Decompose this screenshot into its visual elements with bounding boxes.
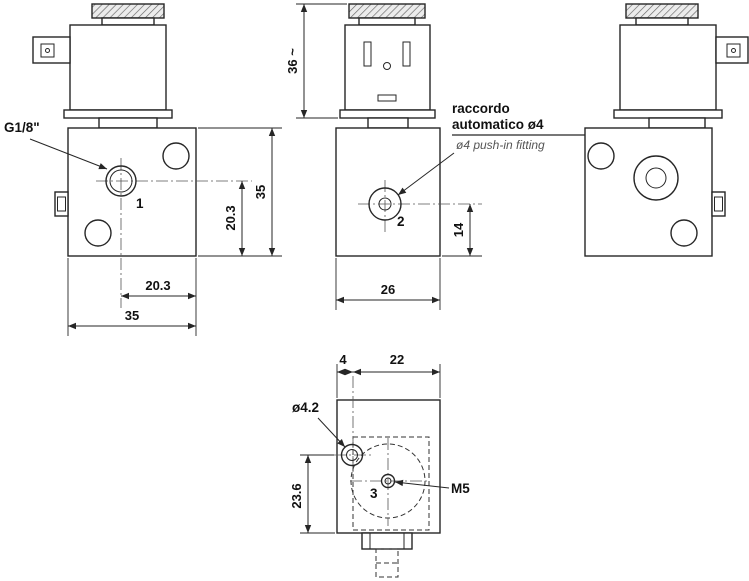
hidden-coil-outline: [352, 436, 430, 531]
armature-nut: [648, 117, 706, 129]
dim-label-23-6: 23.6: [289, 483, 304, 508]
din-connector-face: [363, 41, 411, 102]
connector-slot-left: [363, 41, 372, 67]
knob-neck: [635, 17, 689, 26]
hole-4-2-outer: [340, 443, 364, 467]
rear-view: [584, 3, 749, 257]
port-1-inner: [109, 169, 133, 193]
coil-flange: [63, 109, 173, 119]
dim-body-height-35: 35: [198, 127, 282, 257]
manual-override-knob: [348, 3, 426, 19]
dim-label-20-3v: 20.3: [223, 205, 238, 230]
coil-body: [344, 24, 431, 111]
port-2-outer: [368, 187, 402, 221]
mounting-hole-top-right: [162, 142, 190, 170]
dim-label-26: 26: [381, 282, 395, 297]
side-view: 2 36 ~ 14 26 raccordo automatico ø4 ø4 p…: [285, 3, 585, 310]
knob-neck: [101, 17, 155, 26]
leader-line-m5: [394, 479, 450, 489]
port-1-number: 1: [136, 196, 144, 211]
dim-port-height-20-3: 20.3: [223, 181, 246, 256]
mounting-hole-top-left: [587, 142, 615, 170]
fitting-note-line1: raccordo: [452, 101, 510, 116]
dim-body-width-35: 35: [67, 258, 196, 336]
electrical-connector: [32, 36, 71, 64]
dim-label-36: 36 ~: [285, 48, 300, 74]
connector-pin-block: [726, 43, 741, 58]
fitting-note-line2: automatico ø4: [452, 117, 544, 132]
exhaust-boss-inner: [645, 167, 667, 189]
port-3-number: 3: [370, 486, 378, 501]
dim-coil-height-36: 36 ~: [285, 3, 347, 119]
knob-neck: [358, 17, 416, 26]
dim-body-width-22: 22: [353, 352, 440, 376]
valve-body-bottom: [336, 399, 441, 534]
dim-label-14: 14: [451, 222, 466, 237]
dim-port-offset-23-6: 23.6: [289, 454, 335, 534]
bottom-view: 3 4 22 23.6 ø4.2 M5: [289, 352, 470, 578]
electrical-connector: [715, 36, 749, 64]
connector-slot-right: [402, 41, 411, 67]
port-1-outer: [105, 165, 137, 197]
dim-port-height-14: 14: [442, 204, 482, 257]
dim-label-35h: 35: [125, 308, 139, 323]
valve-body-rear: [584, 127, 713, 257]
side-tab-inner: [57, 196, 66, 212]
dim-label-4: 4: [339, 352, 347, 367]
thread-label-g18: G1/8": [4, 120, 40, 135]
valve-body-side: [335, 127, 441, 257]
connector-pin-hole: [731, 48, 736, 53]
mounting-hole-bottom-right: [670, 219, 698, 247]
manual-override-knob: [625, 3, 699, 19]
coil-flange: [613, 109, 723, 119]
side-tab: [54, 191, 69, 217]
dim-body-width-26: 26: [335, 258, 441, 310]
exhaust-boss-outer: [633, 155, 679, 201]
coil-flange: [339, 109, 436, 119]
port-2-number: 2: [397, 214, 405, 229]
mounting-hole-bottom-left: [84, 219, 112, 247]
front-view: G1/8" 1 35 20.3 20.3 35: [4, 3, 282, 336]
port-3-inner: [384, 477, 392, 485]
port-2-inner: [378, 197, 392, 211]
leader-line-g18: [29, 138, 108, 170]
manual-override-knob: [91, 3, 165, 19]
connector-slot-bottom: [377, 94, 397, 102]
connector-screw-hole: [383, 62, 391, 70]
connector-pin-hole: [45, 48, 50, 53]
fitting-note: raccordo automatico ø4 ø4 push-in fittin…: [397, 101, 585, 196]
leader-line-fitting: [397, 152, 455, 196]
fitting-note-english: ø4 push-in fitting: [456, 138, 545, 152]
dim-port-offset-20-3: 20.3: [121, 258, 197, 336]
coil-body: [619, 24, 717, 111]
dim-label-22: 22: [390, 352, 404, 367]
connector-housing: [32, 36, 71, 64]
bottom-stem: [361, 532, 413, 578]
hole-4-2-inner: [346, 449, 358, 461]
side-tab-inner: [714, 196, 723, 212]
port-3-outer: [380, 473, 396, 489]
armature-nut: [367, 117, 409, 129]
dim-edge-offset-4: 4: [336, 352, 441, 398]
connector-pin-block: [40, 43, 55, 58]
dim-label-35v: 35: [253, 185, 268, 199]
leader-line-4-2: [317, 417, 346, 448]
thread-label-m5: M5: [451, 481, 470, 496]
hidden-stem-outline: [375, 548, 399, 578]
hole-4-2-label: ø4.2: [292, 400, 319, 415]
dim-label-20-3h: 20.3: [145, 278, 170, 293]
armature-nut: [98, 117, 158, 129]
side-tab: [711, 191, 726, 217]
coil-body: [69, 24, 167, 111]
